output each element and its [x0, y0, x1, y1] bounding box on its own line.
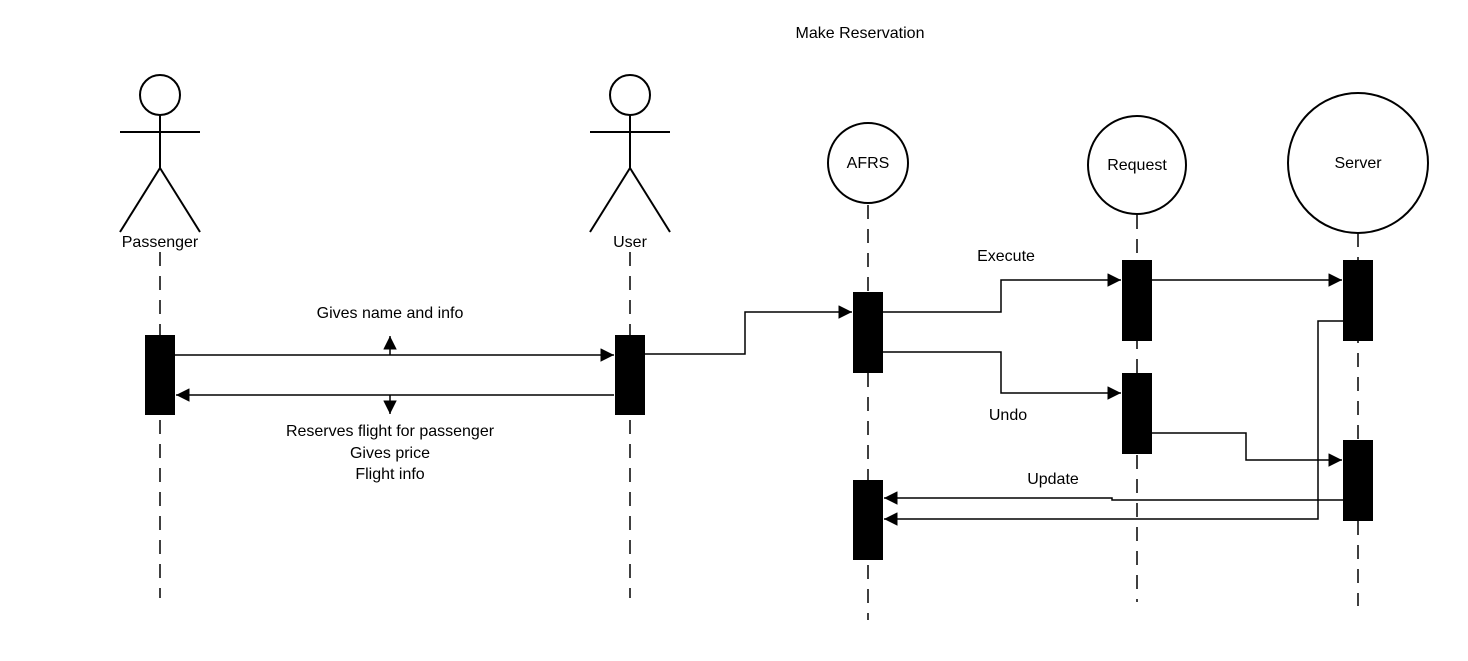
message-label-undo: Undo [989, 407, 1027, 424]
object-label-request: Request [1107, 157, 1167, 174]
object-request [1087, 115, 1187, 215]
message-execute-arrow [883, 273, 1121, 313]
actor-passenger [119, 74, 201, 233]
actor-user [589, 74, 671, 233]
activation-request-2 [1122, 373, 1152, 454]
activation-afrs-1 [853, 292, 883, 373]
message-request-to-server-2-arrow [1152, 432, 1342, 467]
object-server [1287, 92, 1429, 234]
object-label-afrs: AFRS [847, 155, 890, 172]
message-label-execute: Execute [977, 248, 1035, 265]
message-user-to-afrs-arrow [645, 305, 852, 355]
actor-label-user: User [613, 234, 647, 251]
message-label-reserves-2: Gives price [350, 445, 430, 462]
activation-server-1 [1343, 260, 1373, 341]
activation-request-1 [1122, 260, 1152, 341]
activation-afrs-2 [853, 480, 883, 560]
message-label-reserves-3: Flight info [355, 466, 424, 483]
activation-user [615, 335, 645, 415]
message-undo-arrow [883, 351, 1121, 400]
message-label-update: Update [1027, 471, 1079, 488]
message-label-reserves-1: Reserves flight for passenger [286, 423, 495, 440]
message-update-arrow [884, 491, 1343, 505]
activation-passenger [145, 335, 175, 415]
object-label-server: Server [1334, 155, 1382, 172]
actor-label-passenger: Passenger [122, 234, 199, 251]
message-return-arrow [884, 320, 1343, 526]
activation-server-2 [1343, 440, 1373, 521]
message-label-gives-name: Gives name and info [317, 305, 464, 322]
object-afrs [827, 122, 909, 204]
diagram-title: Make Reservation [796, 25, 925, 42]
